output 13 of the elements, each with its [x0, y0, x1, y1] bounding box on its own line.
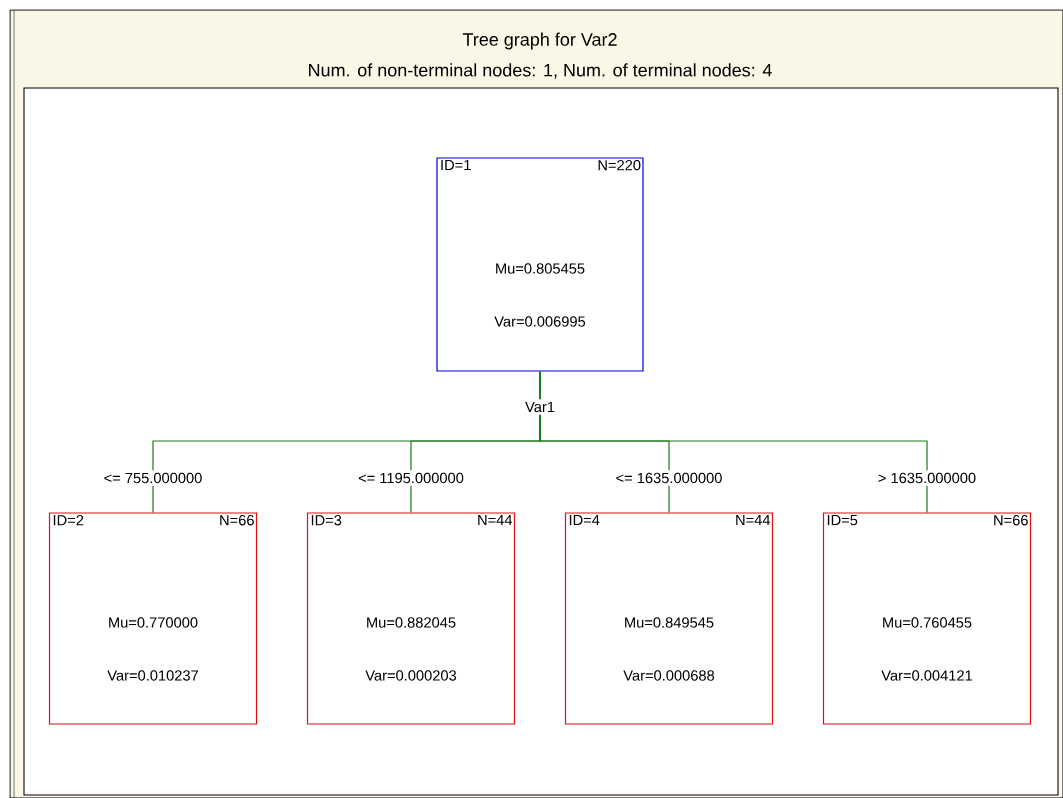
edge-label: <= 1195.000000: [355, 470, 467, 486]
split-variable: Var1: [522, 399, 558, 415]
tree-node-box: ID=2 N=66 Mu=0.770000 Var=0.010237: [48, 512, 258, 725]
tree-node-box: ID=4 N=44 Mu=0.849545 Var=0.000688: [564, 512, 774, 725]
tree-connector: [539, 371, 928, 513]
edge-label: <= 1635.000000: [612, 470, 726, 486]
edge-label: > 1635.000000: [875, 470, 979, 486]
edge-label: <= 755.000000: [101, 470, 205, 486]
tree-node-box: ID=3 N=44 Mu=0.882045 Var=0.000203: [306, 512, 516, 725]
tree-node-box: ID=1 N=220 Mu=0.805455 Var=0.006995: [436, 157, 644, 372]
tree-node-box: ID=5 N=66 Mu=0.760455 Var=0.004121: [822, 512, 1032, 725]
chart-title: Tree graph for Var2: [462, 32, 617, 50]
chart-subtitle: Num. of non-terminal nodes: 1, Num. of terminal nodes: 4: [309, 63, 772, 79]
